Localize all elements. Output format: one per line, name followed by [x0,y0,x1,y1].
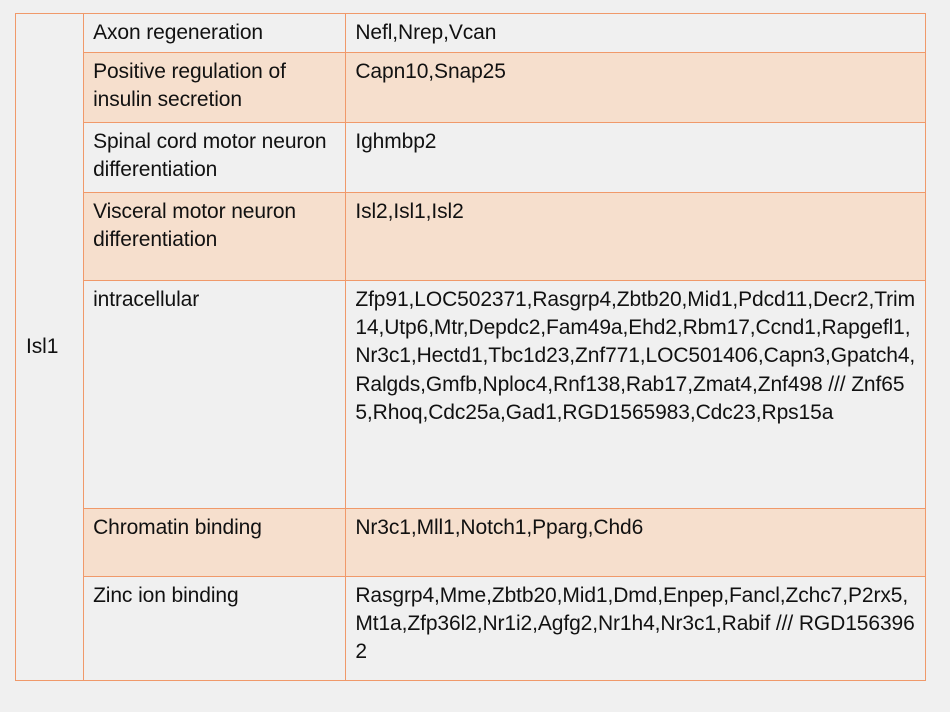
term-cell: intracellular [83,280,347,510]
term-cell: Positive regulation of insulin secretion [83,52,347,124]
term-cell: Visceral motor neuron differentiation [83,192,347,282]
genes-cell: Nefl,Nrep,Vcan [345,12,926,54]
term-cell: Spinal cord motor neuron differentiation [83,122,347,194]
genes-cell: Nr3c1,Mll1,Notch1,Pparg,Chd6 [345,508,926,578]
table-row: Positive regulation of insulin secretion… [16,52,926,124]
table-row: Chromatin binding Nr3c1,Mll1,Notch1,Ppar… [16,508,926,578]
table-row: Zinc ion binding Rasgrp4,Mme,Zbtb20,Mid1… [16,576,926,682]
genes-cell: Capn10,Snap25 [345,52,926,124]
gene-label-cell: Isl1 [14,12,85,682]
table-row: Isl1 Axon regeneration Nefl,Nrep,Vcan [14,12,926,682]
table-row: Visceral motor neuron differentiation Is… [16,192,926,282]
term-cell: Axon regeneration [83,12,347,54]
genes-cell: Ighmbp2 [345,122,926,194]
table-row: intracellular Zfp91,LOC502371,Rasgrp4,Zb… [16,280,926,510]
table-row: Spinal cord motor neuron differentiation… [16,122,926,194]
table-body: Isl1 Axon regeneration Nefl,Nrep,Vcan Po… [14,12,926,682]
genes-cell: Isl2,Isl1,Isl2 [345,192,926,282]
term-cell: Chromatin binding [83,508,347,578]
genes-cell: Rasgrp4,Mme,Zbtb20,Mid1,Dmd,Enpep,Fancl,… [345,576,926,682]
gene-ontology-table: Isl1 Axon regeneration Nefl,Nrep,Vcan Po… [14,12,926,682]
genes-cell: Zfp91,LOC502371,Rasgrp4,Zbtb20,Mid1,Pdcd… [345,280,926,510]
term-cell: Zinc ion binding [83,576,347,682]
